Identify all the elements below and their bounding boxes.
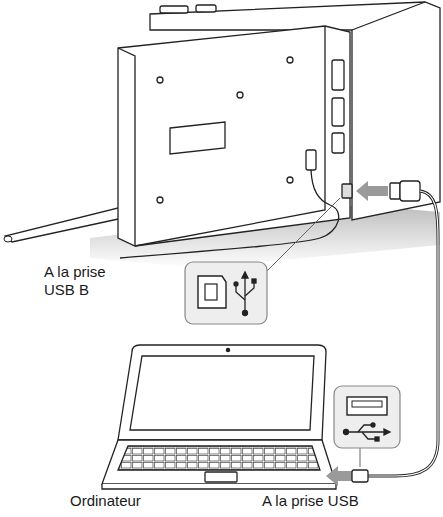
port-label: A la prise USB [262,492,359,510]
port-label: A la prise USB B [44,263,126,299]
laptop [102,345,336,489]
insert-arrow [356,181,388,201]
usb-a-plug [352,470,368,482]
insert-arrow [326,466,352,486]
usb-b-plug [390,181,420,201]
photo-frame [118,2,440,258]
usb-b-callout [185,198,340,324]
usb-a-callout [334,386,400,467]
device-label: Ordinateur [70,492,141,510]
